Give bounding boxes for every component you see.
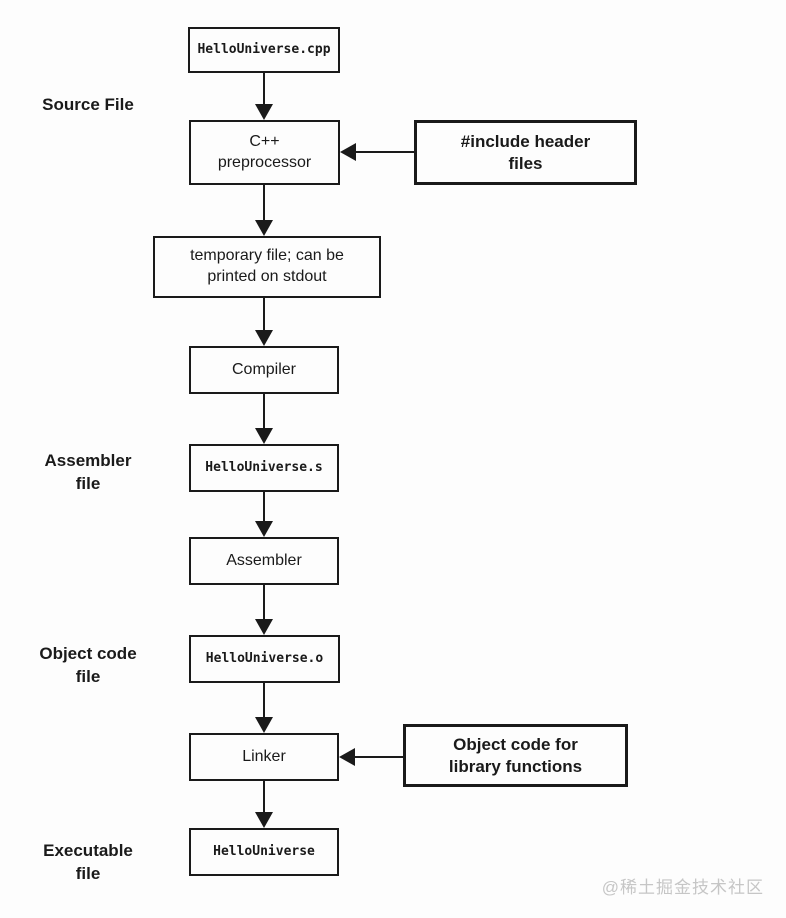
node-source-file-cpp: HelloUniverse.cpp (188, 27, 340, 73)
node-temporary-file: temporary file; can be printed on stdout (153, 236, 381, 298)
stage-label-executable-file: Executable file (43, 841, 133, 883)
node-executable: HelloUniverse (189, 828, 339, 876)
node-compiler: Compiler (189, 346, 339, 394)
node-linker: Linker (189, 733, 339, 781)
node-include-header-files: #include header files (414, 120, 637, 185)
node-cpp-preprocessor: C++ preprocessor (189, 120, 340, 185)
node-object-file-o: HelloUniverse.o (189, 635, 340, 683)
stage-label-source-file: Source File (42, 95, 134, 114)
stage-label-object-code-file: Object code file (39, 644, 137, 686)
stage-label-assembler-file: Assembler file (44, 451, 132, 493)
node-object-code-library: Object code for library functions (403, 724, 628, 787)
watermark-text: @稀土掘金技术社区 (601, 878, 764, 897)
node-assembler-file-s: HelloUniverse.s (189, 444, 339, 492)
node-assembler: Assembler (189, 537, 339, 585)
